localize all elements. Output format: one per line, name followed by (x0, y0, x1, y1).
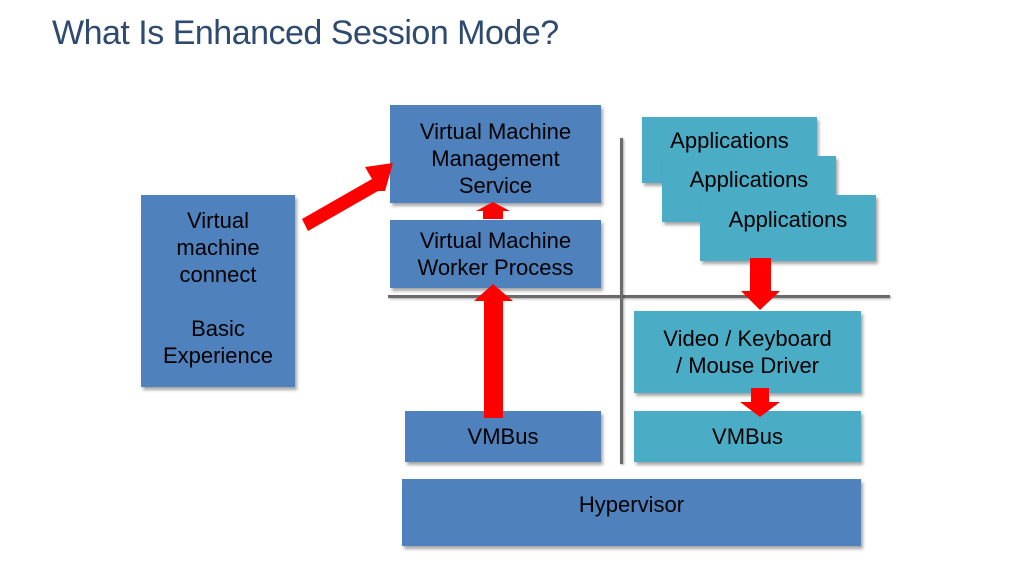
arrow-worker-to-vmms (476, 202, 510, 219)
worker-process-box: Virtual Machine Worker Process (390, 220, 601, 288)
driver-box: Video / Keyboard / Mouse Driver (634, 311, 861, 393)
vertical-divider (620, 138, 623, 464)
vmms-box: Virtual Machine Management Service (390, 105, 601, 203)
page-title: What Is Enhanced Session Mode? (52, 14, 559, 52)
vmbus-left-box: VMBus (405, 411, 601, 462)
arrow-driver-to-vmbus (740, 388, 780, 417)
arrow-connect-to-vmms (302, 163, 393, 231)
arrow-apps-to-driver (741, 258, 780, 310)
vm-connect-box: Virtual machine connect Basic Experience (141, 195, 295, 387)
arrow-vmbus-to-worker (474, 284, 513, 418)
horizontal-divider (388, 295, 890, 298)
vmbus-right-box: VMBus (634, 411, 861, 462)
hypervisor-box: Hypervisor (402, 479, 861, 546)
applications-box-3: Applications (700, 195, 876, 261)
